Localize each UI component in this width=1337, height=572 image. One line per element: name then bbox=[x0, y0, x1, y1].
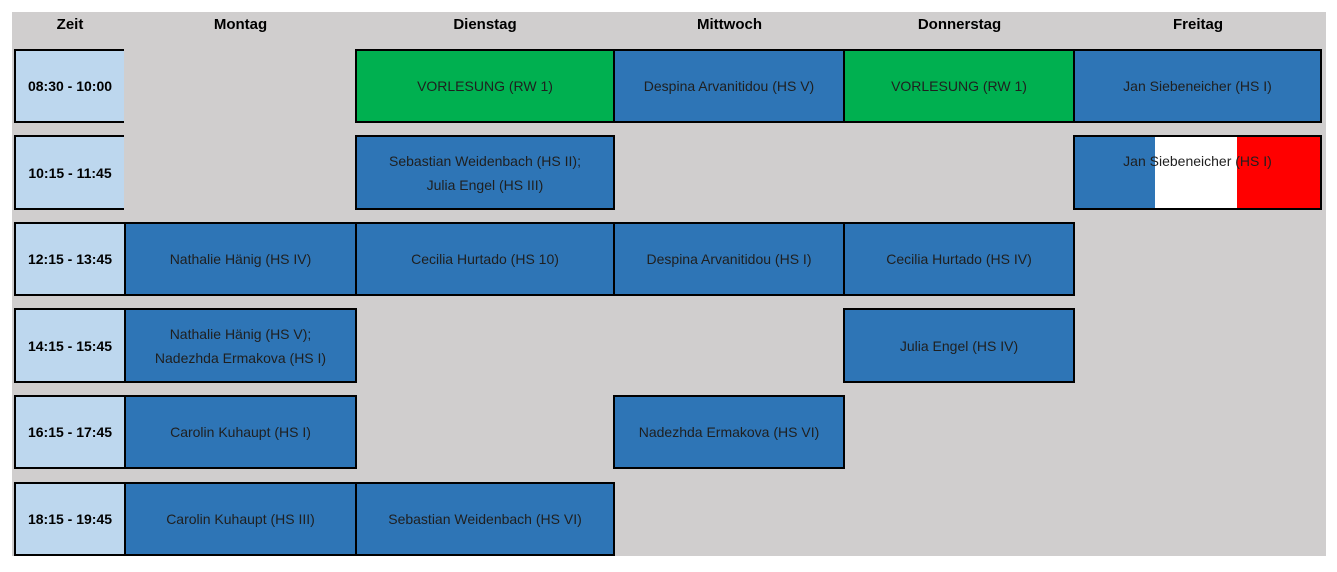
slot-montag-1615: Carolin Kuhaupt (HS I) bbox=[124, 395, 357, 469]
slot-donnerstag-0830: VORLESUNG (RW 1) bbox=[843, 49, 1075, 123]
slot-freitag-1015: Jan Siebeneicher (HS I) bbox=[1073, 135, 1322, 210]
time-slot-4: 14:15 - 15:45 bbox=[14, 308, 124, 383]
slot-montag-1815: Carolin Kuhaupt (HS III) bbox=[124, 482, 357, 556]
slot-donnerstag-1415: Julia Engel (HS IV) bbox=[843, 308, 1075, 383]
slot-montag-1415: Nathalie Hänig (HS V); Nadezhda Ermakova… bbox=[124, 308, 357, 383]
slot-mittwoch-1615: Nadezhda Ermakova (HS VI) bbox=[613, 395, 845, 469]
header-mittwoch: Mittwoch bbox=[697, 16, 762, 33]
time-slot-5: 16:15 - 17:45 bbox=[14, 395, 124, 469]
slot-mittwoch-1215: Despina Arvanitidou (HS I) bbox=[613, 222, 845, 296]
slot-donnerstag-1215: Cecilia Hurtado (HS IV) bbox=[843, 222, 1075, 296]
header-zeit: Zeit bbox=[56, 16, 84, 33]
slot-dienstag-1015: Sebastian Weidenbach (HS II); Julia Enge… bbox=[355, 135, 615, 210]
slot-dienstag-1215: Cecilia Hurtado (HS 10) bbox=[355, 222, 615, 296]
header-montag: Montag bbox=[213, 16, 268, 33]
time-slot-1: 08:30 - 10:00 bbox=[14, 49, 124, 123]
header-freitag: Freitag bbox=[1172, 16, 1223, 33]
slot-mittwoch-0830: Despina Arvanitidou (HS V) bbox=[613, 49, 845, 123]
header-dienstag: Dienstag bbox=[453, 16, 517, 33]
slot-freitag-0830: Jan Siebeneicher (HS I) bbox=[1073, 49, 1322, 123]
slot-montag-1215: Nathalie Hänig (HS IV) bbox=[124, 222, 357, 296]
slot-dienstag-0830: VORLESUNG (RW 1) bbox=[355, 49, 615, 123]
time-slot-3: 12:15 - 13:45 bbox=[14, 222, 124, 296]
slot-dienstag-1815: Sebastian Weidenbach (HS VI) bbox=[355, 482, 615, 556]
time-slot-6: 18:15 - 19:45 bbox=[14, 482, 124, 556]
time-slot-2: 10:15 - 11:45 bbox=[14, 135, 124, 210]
header-donnerstag: Donnerstag bbox=[917, 16, 1002, 33]
